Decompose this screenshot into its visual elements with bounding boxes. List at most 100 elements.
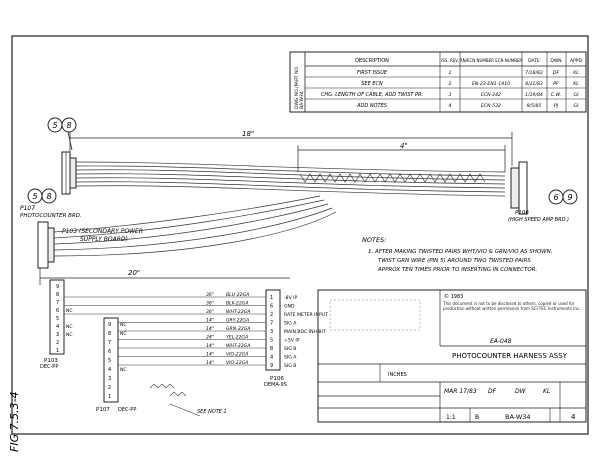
figure-label: FIG 7.5.3-4 — [8, 391, 21, 452]
revision-part-no: BA-W34 — [299, 91, 305, 109]
rev-row-2-cell-2: 2 — [449, 81, 452, 87]
revision-side-label: DWG NO./PART NO. — [294, 66, 300, 109]
p103-pin-number: 9 — [56, 284, 59, 290]
p106-label: P106 — [515, 210, 529, 216]
p107-pin-nc: NC — [120, 367, 127, 373]
tb-drawing-no: BA-W34 — [505, 413, 531, 421]
wire-length: 14" — [206, 360, 214, 366]
note-line-3: APPROX TEN TIMES PRIOR TO INSERTING IN C… — [377, 267, 537, 273]
tb-title: PHOTOCOUNTER HARNESS ASSY — [452, 352, 568, 360]
schematic-p103-sub: DEC-PP — [40, 364, 58, 370]
p103-pin-nc: NC — [66, 332, 73, 338]
p107-pin-number: 9 — [108, 322, 111, 328]
connector-p107-drawing — [61, 151, 77, 195]
wire-color: WHT-22GA — [226, 309, 250, 315]
p106-pin-function: MAIN BDC INHIBIT — [284, 329, 326, 335]
p103-pin-number: 8 — [56, 292, 59, 298]
wire-color: BLK-22GA — [226, 300, 248, 306]
connector-p106-drawing — [510, 161, 528, 215]
schematic-p106-name: P106 — [270, 376, 284, 382]
rev-row-4-cell-1: ADD NOTES — [356, 103, 388, 109]
p103-pin-number: 6 — [56, 308, 59, 314]
rev-row-1-cell-2: 1 — [449, 70, 452, 76]
schematic-p106-sub: DEMA-9S — [264, 382, 287, 388]
p107-pin-number: 1 — [108, 394, 111, 400]
wire-color: GRY-22GA — [226, 317, 249, 323]
p103-pin-number: 1 — [56, 348, 59, 354]
callout-left-lower: 5 8 — [27, 188, 57, 204]
bubble-left-lower-b: 8 — [46, 192, 51, 201]
p106-pin-number: 9 — [270, 363, 273, 369]
wire-length: 36" — [206, 300, 214, 306]
p106-pin-number: 8 — [270, 346, 273, 352]
p103-pin-number: 3 — [56, 332, 59, 338]
wire-color: WHT-22GA — [226, 343, 250, 349]
p103-pin-number: 5 — [56, 316, 59, 322]
rev-row-2-cell-1: SEE ECN — [361, 81, 383, 87]
p106-pin-number: 3 — [270, 329, 273, 335]
callout-right: 6 9 — [548, 189, 578, 205]
p106-pin-function: RATE METER INPUT — [284, 312, 328, 318]
tb-units: INCHES — [388, 372, 407, 378]
p103-pin-nc: NC — [66, 308, 73, 314]
title-block: © 1983 This document is not to be disclo… — [317, 289, 587, 423]
wire-length: 24" — [206, 334, 214, 340]
tb-doc-code: EA-048 — [490, 338, 512, 345]
p107-pin-nc: NC — [120, 331, 127, 337]
p106-pin-number: 5 — [270, 338, 273, 344]
rev-row-1-cell-5: DF — [553, 70, 560, 76]
rev-row-3-cell-6: GI — [574, 92, 580, 98]
dim-twist-length: 4" — [400, 142, 408, 150]
rev-row-2-cell-4: 8/11/83 — [525, 81, 543, 87]
rev-row-1-cell-6: KL — [573, 70, 579, 76]
p106-pin-number: 4 — [270, 355, 273, 361]
bubble-right-b: 9 — [567, 193, 572, 202]
rev-row-1-cell-1: FIRST ISSUE — [357, 70, 388, 76]
dimension-lines — [39, 132, 513, 285]
p103-pin-number: 4 — [56, 324, 59, 330]
p106-pin-function: SIG A — [284, 355, 297, 361]
tb-disclaimer: This document is not to be disclosed to … — [443, 301, 581, 311]
rev-row-3-cell-1: CHG. LENGTH OF CABLE, ADD TWIST PR. — [321, 92, 423, 98]
tb-copyright: © 1983 — [444, 293, 463, 300]
rev-row-4-cell-6: GI — [574, 103, 580, 109]
rev-row-1-cell-4: 7/18/83 — [525, 70, 543, 76]
rev-row-3-cell-2: 3 — [449, 92, 452, 98]
rev-header-appd: APPD — [570, 58, 583, 64]
p106-pin-function: SIG B — [284, 346, 296, 352]
wire-length: 14" — [206, 351, 214, 357]
bubble-left-b: 8 — [66, 121, 71, 130]
wire-length: 14" — [206, 317, 214, 323]
revision-rows: FIRST ISSUE 1 7/18/83 DF KL SEE ECN 2 EN-23-EN1… — [321, 70, 579, 109]
p107-desc: PHOTOCOUNTER BRD. — [20, 213, 82, 219]
wire-length: 36" — [206, 292, 214, 298]
company-logo — [329, 299, 421, 331]
tb-scale: 1:1 — [446, 414, 456, 421]
p106-pin-number: 1 — [270, 295, 273, 301]
p106-pin-function: SIG A — [284, 321, 297, 327]
upper-harness-bundle — [75, 161, 506, 197]
p107-pin-number: 2 — [108, 385, 111, 391]
p106-pin-function: GND — [284, 304, 295, 310]
bubble-left-lower-a: 5 — [32, 192, 37, 201]
p107-pin-number: 7 — [108, 340, 111, 346]
note-line-1: 1. AFTER MAKING TWISTED PAIRS WHT/VIO & … — [368, 249, 553, 255]
rev-row-4-cell-2: 4 — [449, 103, 452, 109]
rev-header-ecn: RN/ECN NUMBER ECN NUMBER — [460, 58, 523, 63]
bubble-left-a: 5 — [52, 121, 57, 130]
bubble-right-a: 6 — [553, 193, 558, 202]
rev-row-3-cell-4: 1/19/84 — [525, 92, 543, 98]
wire-color: VIO-22GA — [226, 351, 248, 357]
tb-dwn-sig: DF — [488, 388, 497, 395]
rev-row-2-cell-3: EN-23-EN1-1410 — [472, 81, 510, 87]
p107-pin-nc: NC — [120, 322, 127, 328]
rev-row-2-cell-6: KL — [573, 81, 579, 87]
wire-length: 14" — [206, 326, 214, 332]
dim-lower-length: 20" — [128, 269, 140, 277]
p107-pin-number: 3 — [108, 376, 111, 382]
tb-size: B — [475, 414, 479, 421]
tb-date: MAR 17/83 — [444, 388, 477, 395]
rev-header-date: DATE — [528, 58, 540, 64]
wire-length: 14" — [206, 343, 214, 349]
p106-pin-number: 2 — [270, 312, 273, 318]
